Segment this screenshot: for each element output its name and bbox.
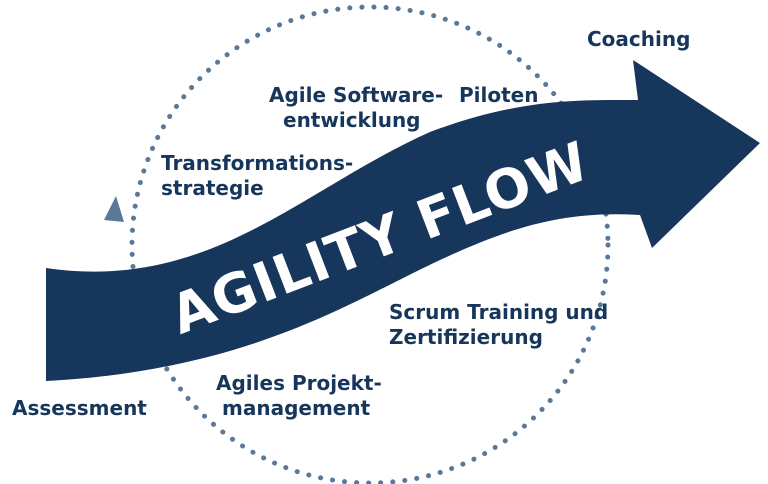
label-transformation: Transformations- strategie — [161, 151, 353, 201]
label-scrum-line2: Zertifizierung — [389, 325, 543, 349]
label-agile-software-line1: Agile Software- — [269, 83, 444, 107]
label-agile-software-line2: entwicklung — [283, 108, 421, 132]
label-projektmanagement-line2: management — [222, 396, 371, 420]
triangle-up-icon — [104, 196, 124, 222]
wide-arrow-right-icon — [46, 60, 760, 381]
label-scrum-line1: Scrum Training und — [389, 300, 609, 324]
label-transformation-line2: strategie — [161, 176, 264, 200]
label-assessment: Assessment — [12, 396, 147, 420]
dotted-cycle-circle — [129, 4, 611, 484]
label-agile-software: Agile Software- entwicklung — [269, 83, 443, 133]
label-coaching: Coaching — [587, 27, 691, 51]
label-piloten: Piloten — [459, 83, 539, 107]
label-transformation-line1: Transformations- — [161, 151, 354, 175]
label-projektmanagement: Agiles Projekt- management — [216, 371, 382, 421]
label-projektmanagement-line1: Agiles Projekt- — [216, 371, 382, 395]
label-scrum: Scrum Training und Zertifizierung — [389, 300, 608, 350]
